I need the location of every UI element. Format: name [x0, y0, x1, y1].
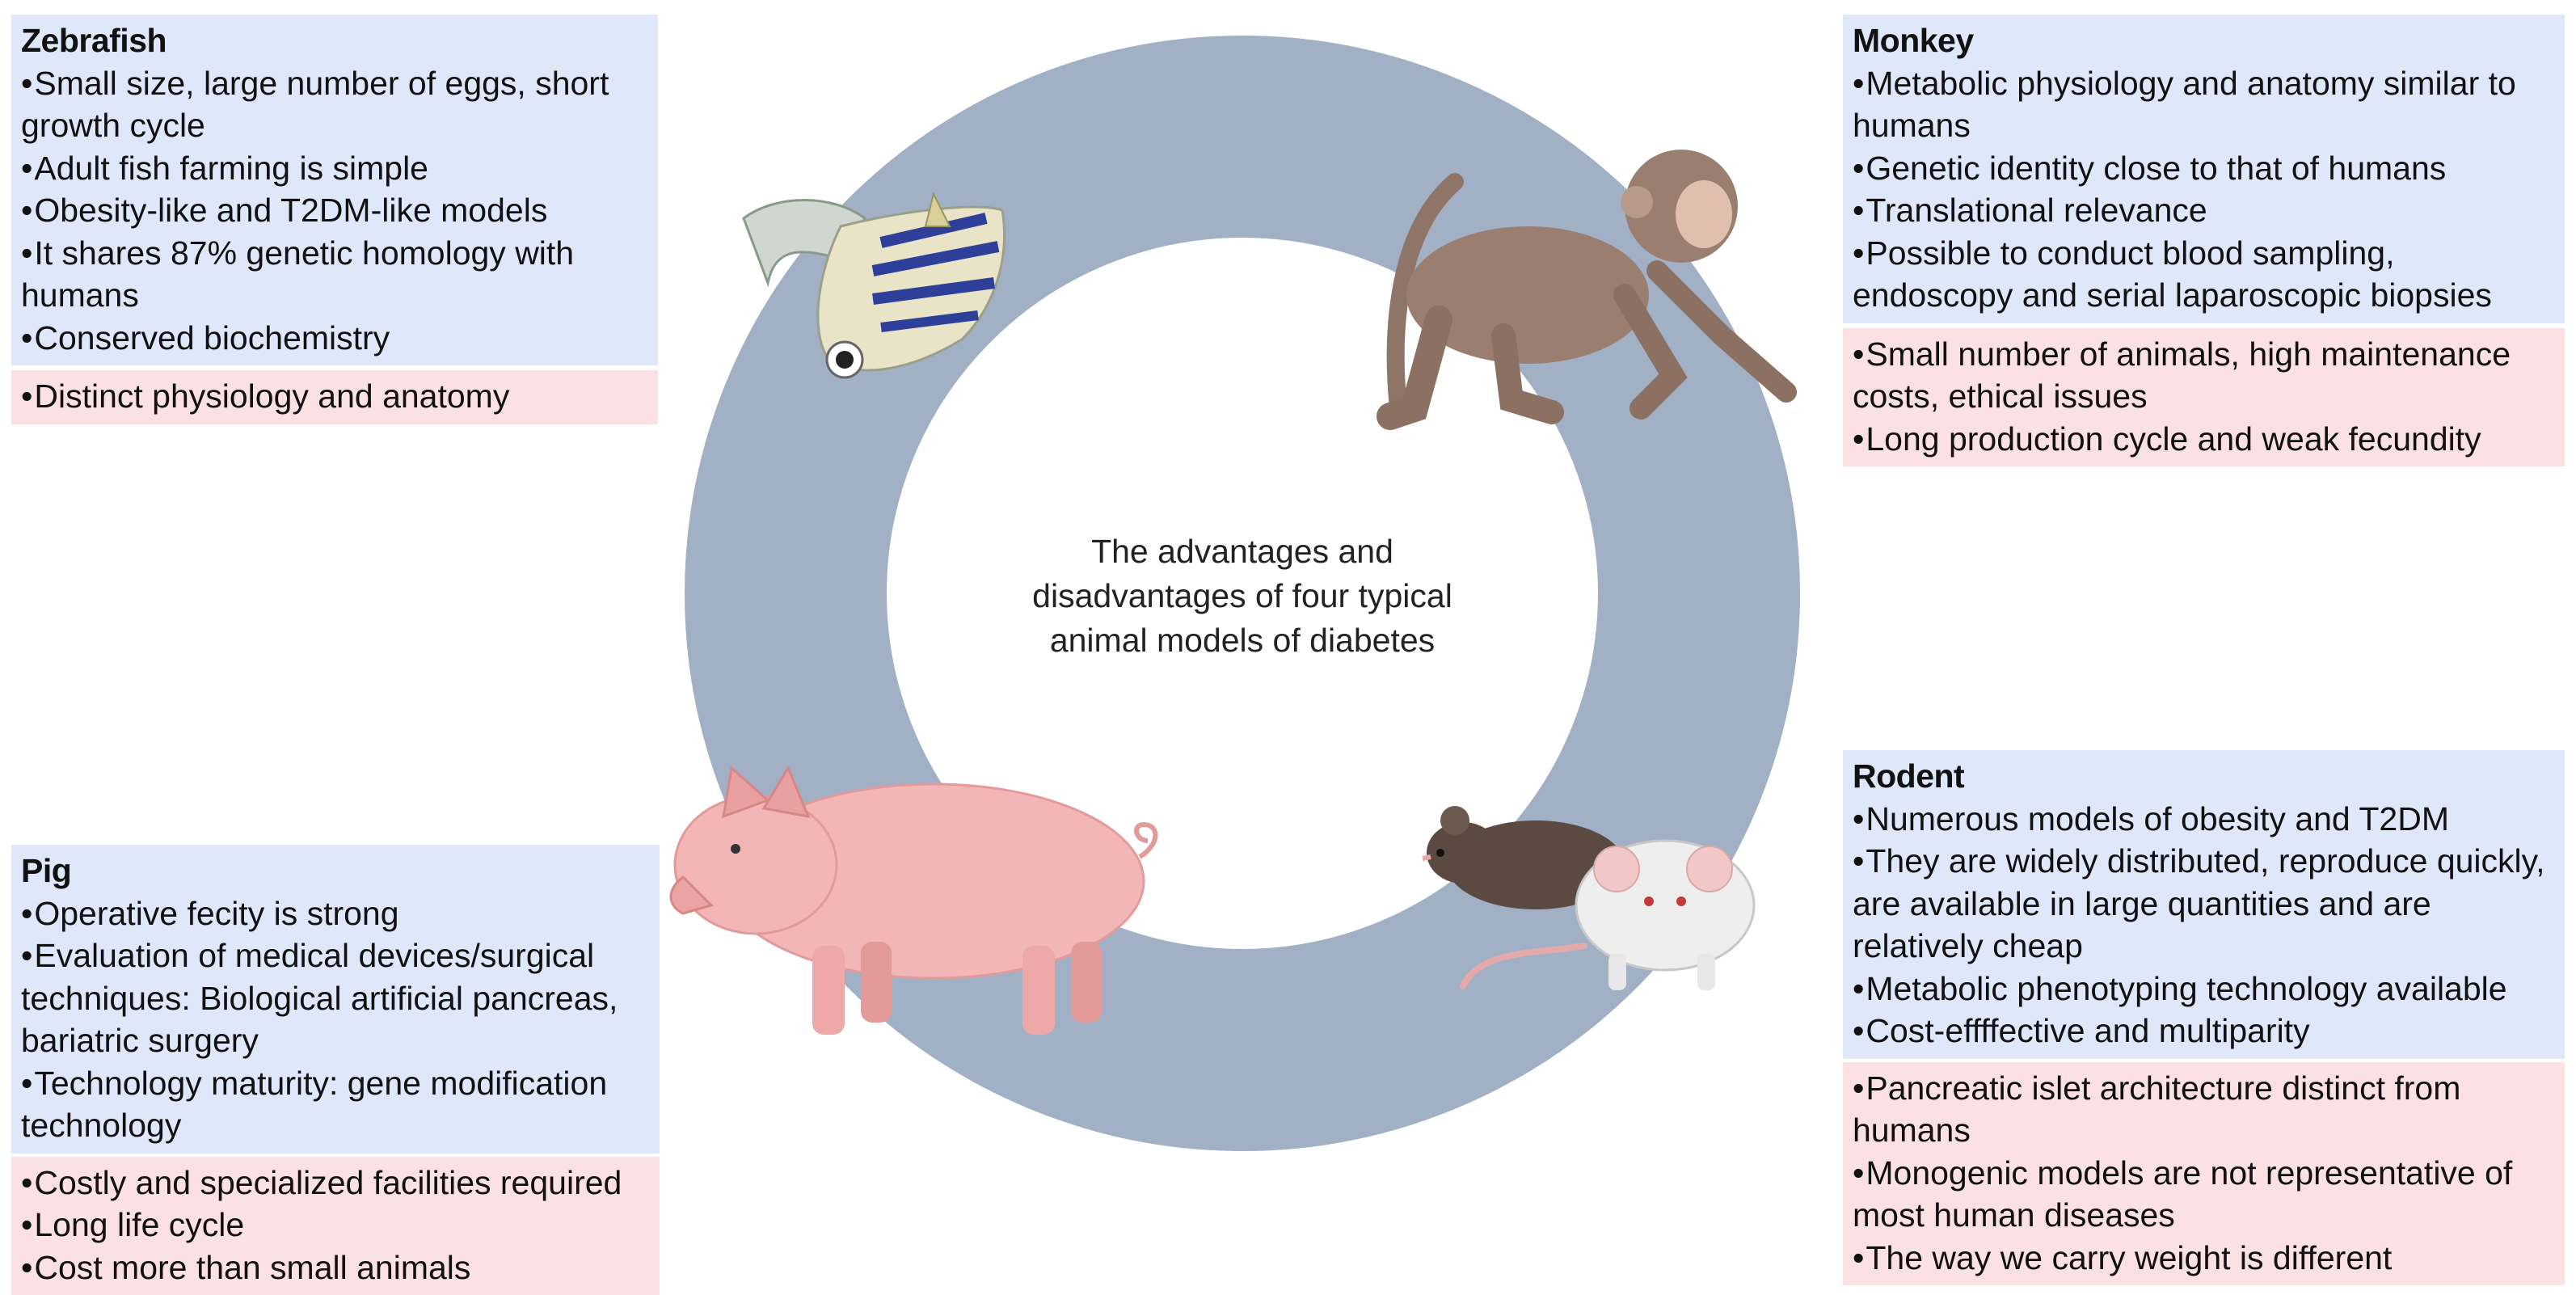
- disadvantage-item: Long life cycle: [21, 1204, 650, 1246]
- center-label-line: The advantages and: [959, 529, 1525, 574]
- rodent-disadvantages: Pancreatic islet architecture distinct f…: [1843, 1062, 2565, 1286]
- monkey-advantages: Monkey Metabolic physiology and anatomy …: [1843, 15, 2565, 323]
- monkey-title: Monkey: [1853, 19, 2555, 62]
- rodent-title: Rodent: [1853, 755, 2555, 798]
- pig-title: Pig: [21, 850, 650, 892]
- disadvantage-item: Distinct physiology and anatomy: [21, 375, 648, 418]
- advantage-item: Obesity-like and T2DM-like models: [21, 189, 648, 232]
- zebrafish-disadvantages: Distinct physiology and anatomy: [11, 370, 658, 424]
- disadvantage-item: Costly and specialized facilities requir…: [21, 1162, 650, 1204]
- advantage-item: Adult fish farming is simple: [21, 147, 648, 190]
- center-label-line: disadvantages of four typical: [959, 574, 1525, 618]
- disadvantage-item: Cost more than small animals: [21, 1246, 650, 1289]
- advantage-item: Technology maturity: gene modification t…: [21, 1062, 650, 1147]
- rodent-advantages: Rodent Numerous models of obesity and T2…: [1843, 750, 2565, 1059]
- zebrafish-panel: Zebrafish Small size, large number of eg…: [11, 15, 658, 424]
- pig-advantages: Pig Operative fecity is strong Evaluatio…: [11, 845, 660, 1154]
- advantage-item: Operative fecity is strong: [21, 892, 650, 935]
- center-label-line: animal models of diabetes: [959, 618, 1525, 663]
- advantage-item: Metabolic physiology and anatomy similar…: [1853, 62, 2555, 147]
- advantage-item: Genetic identity close to that of humans: [1853, 147, 2555, 190]
- advantage-item: Possible to conduct blood sampling, endo…: [1853, 232, 2555, 317]
- advantage-item: Translational relevance: [1853, 189, 2555, 232]
- advantage-item: Numerous models of obesity and T2DM: [1853, 798, 2555, 841]
- advantage-item: Cost-effffective and multiparity: [1853, 1010, 2555, 1052]
- advantage-item: Metabolic phenotyping technology availab…: [1853, 968, 2555, 1010]
- disadvantage-item: Pancreatic islet architecture distinct f…: [1853, 1067, 2555, 1152]
- center-label: The advantages and disadvantages of four…: [959, 529, 1525, 663]
- pig-disadvantages: Costly and specialized facilities requir…: [11, 1157, 660, 1295]
- disadvantage-item: Monogenic models are not representative …: [1853, 1152, 2555, 1237]
- advantage-item: Conserved biochemistry: [21, 317, 648, 360]
- disadvantage-item: The way we carry weight is different: [1853, 1237, 2555, 1280]
- rodent-panel: Rodent Numerous models of obesity and T2…: [1843, 750, 2565, 1285]
- advantage-item: Evaluation of medical devices/surgical t…: [21, 934, 650, 1062]
- advantage-item: It shares 87% genetic homology with huma…: [21, 232, 648, 317]
- advantage-item: They are widely distributed, reproduce q…: [1853, 840, 2555, 968]
- advantage-item: Small size, large number of eggs, short …: [21, 62, 648, 147]
- disadvantage-item: Small number of animals, high maintenanc…: [1853, 333, 2555, 418]
- zebrafish-title: Zebrafish: [21, 19, 648, 62]
- monkey-panel: Monkey Metabolic physiology and anatomy …: [1843, 15, 2565, 466]
- disadvantage-item: Long production cycle and weak fecundity: [1853, 418, 2555, 461]
- zebrafish-advantages: Zebrafish Small size, large number of eg…: [11, 15, 658, 365]
- monkey-disadvantages: Small number of animals, high maintenanc…: [1843, 328, 2565, 467]
- pig-panel: Pig Operative fecity is strong Evaluatio…: [11, 845, 660, 1295]
